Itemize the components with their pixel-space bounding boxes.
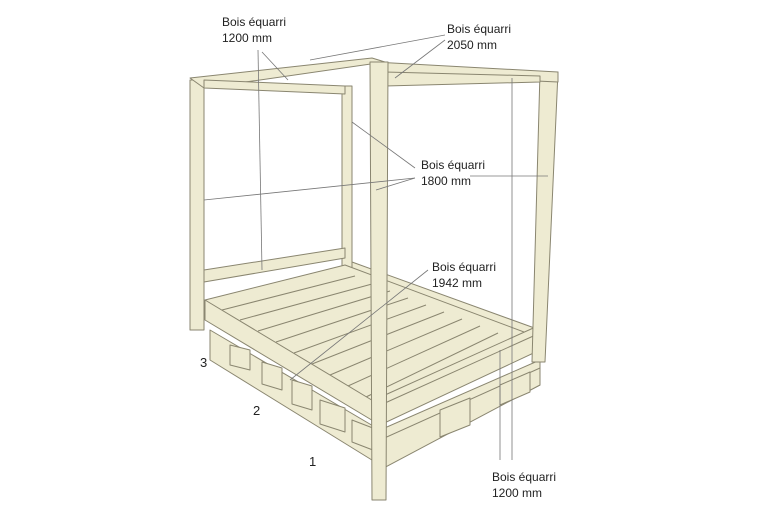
front-post (369, 61, 389, 501)
label-measure: 1800 mm (421, 174, 472, 188)
pallet-number-1: 1 (309, 454, 317, 469)
leader-lines (203, 34, 548, 460)
right-post (531, 71, 559, 363)
label-text: Bois équarri (432, 260, 497, 274)
label-text: Bois équarri (421, 158, 486, 172)
label-measure: 1942 mm (432, 276, 483, 290)
label-post-1800: Bois équarri 1800 mm (421, 157, 485, 189)
left-post (189, 79, 205, 331)
pallet-number-3: 3 (200, 355, 208, 370)
label-text: Bois équarri (492, 470, 557, 484)
label-rail-1942: Bois équarri 1942 mm (432, 259, 496, 291)
label-top-beam-2050: Bois équarri 2050 mm (447, 21, 511, 53)
label-top-beam-1200: Bois équarri 1200 mm (222, 14, 286, 46)
label-text: Bois équarri (447, 22, 512, 36)
label-measure: 2050 mm (447, 38, 498, 52)
label-measure: 1200 mm (222, 31, 273, 45)
label-text: Bois équarri (222, 15, 287, 29)
pallet-number-2: 2 (253, 403, 261, 418)
label-rail-1200: Bois équarri 1200 mm (492, 469, 556, 501)
label-measure: 1200 mm (492, 486, 543, 500)
back-post (341, 85, 353, 272)
